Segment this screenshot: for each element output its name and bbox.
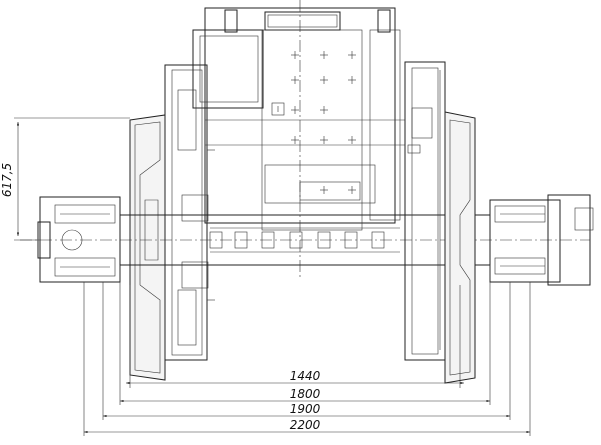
right-wheel — [444, 111, 476, 384]
dimension-617-5: 617,5 — [0, 117, 130, 241]
left-wheel — [129, 114, 166, 381]
horizontal-dimension-lines — [83, 265, 531, 436]
right-axle-box — [489, 194, 594, 286]
gearbox-housing — [192, 0, 405, 280]
right-brake-disc — [404, 61, 446, 361]
dimension-2200-label: 2200 — [290, 418, 321, 432]
dimension-617-5-label: 617,5 — [0, 163, 14, 197]
dimension-1800-label: 1800 — [290, 387, 321, 401]
dimension-1440-label: 1440 — [290, 369, 321, 383]
dimension-1900-label: 1900 — [290, 402, 321, 416]
left-brake-disc — [164, 64, 215, 361]
left-axle-box — [37, 196, 121, 283]
